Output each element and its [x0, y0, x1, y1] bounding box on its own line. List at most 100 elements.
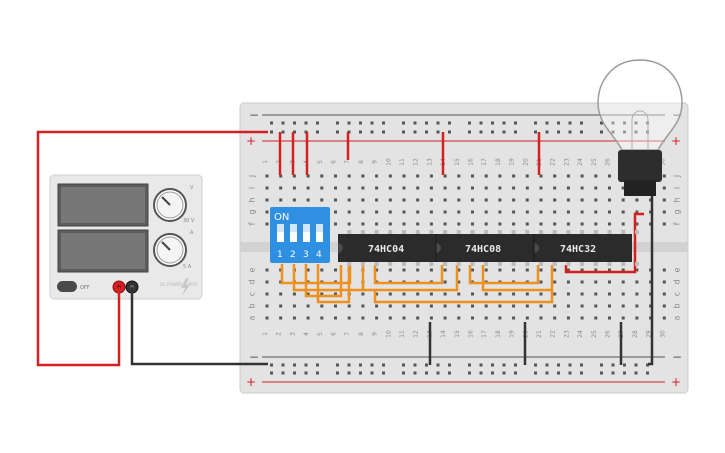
row-label: g [248, 209, 257, 214]
column-label: 26 [605, 158, 612, 166]
bulb-socket [618, 150, 662, 182]
bulb-icon[interactable] [597, 59, 683, 196]
row-label: c [673, 292, 682, 296]
row-label: h [673, 197, 682, 202]
current-knob-icon[interactable] [153, 233, 187, 267]
column-label: 30 [659, 330, 666, 338]
row-label: e [248, 267, 257, 272]
column-label: 14 [440, 330, 447, 338]
row-label: d [248, 279, 257, 284]
power-supply[interactable]: V 30 V A 5 A OFF DC POWER SUPPLY [49, 174, 203, 300]
lightning-icon [181, 278, 190, 296]
column-label: 23 [563, 330, 570, 338]
column-label: 25 [591, 330, 598, 338]
column-label: 17 [481, 330, 488, 338]
column-label: 5 [317, 332, 324, 336]
chip-label-74hc04: 74HC04 [368, 244, 404, 255]
power-wires [36, 130, 268, 367]
row-label: e [673, 267, 682, 272]
brand-text: DC POWER SUPPLY [160, 282, 198, 287]
ic-chips[interactable]: 74HC04 74HC08 74HC32 [338, 230, 639, 266]
chip-label-74hc32: 74HC32 [560, 244, 596, 255]
column-label: 10 [385, 158, 392, 166]
dip-switch-number-1: 1 [277, 250, 283, 260]
column-label: 26 [605, 330, 612, 338]
row-label: g [673, 209, 682, 214]
current-knob-label: A [190, 230, 194, 236]
dip-switch-number-3: 3 [303, 250, 309, 260]
wire-red-supply [36, 130, 268, 367]
column-label: 7 [344, 332, 351, 336]
chip-notch-2 [436, 243, 441, 253]
row-label: j [673, 175, 682, 178]
dip-toggle-1[interactable] [277, 224, 284, 242]
column-label: 1 [262, 160, 269, 164]
dip-switch[interactable]: ON 1 2 3 4 [270, 207, 330, 263]
dip-switch-body [270, 207, 330, 263]
chip-notch-3 [534, 243, 539, 253]
column-label: 12 [413, 158, 420, 166]
voltage-display-screen [61, 187, 145, 223]
bulb-socket-base [624, 180, 656, 196]
rail-top-plus-label-right: + [671, 134, 681, 148]
column-label: 11 [399, 330, 406, 338]
column-label: 15 [454, 158, 461, 166]
chip-body [338, 234, 632, 262]
row-label: i [673, 187, 682, 189]
column-label: 22 [550, 330, 557, 338]
rail-bottom-minus-label-right: − [672, 350, 682, 364]
column-label: 24 [577, 330, 584, 338]
row-label: a [673, 315, 682, 320]
column-label: 13 [426, 158, 433, 166]
column-label: 12 [413, 330, 420, 338]
column-label: 11 [399, 158, 406, 166]
voltage-knob-icon[interactable] [153, 188, 187, 222]
row-label: i [248, 187, 257, 189]
rail-bottom-plus-label-right: + [671, 375, 681, 389]
power-switch[interactable] [57, 281, 77, 292]
column-label: 5 [317, 160, 324, 164]
column-label: 4 [303, 332, 310, 336]
dip-toggle-3[interactable] [303, 224, 310, 242]
column-label: 20 [522, 158, 529, 166]
column-label: 9 [372, 332, 379, 336]
column-label: 3 [289, 332, 296, 336]
column-label: 16 [468, 330, 475, 338]
column-label: 10 [385, 330, 392, 338]
column-label: 29 [646, 330, 653, 338]
row-label: a [248, 315, 257, 320]
rail-top-minus-label-left: − [249, 108, 259, 122]
column-label: 28 [632, 330, 639, 338]
column-label: 19 [509, 330, 516, 338]
black-jumpers [428, 196, 654, 366]
column-label: 8 [358, 160, 365, 164]
dip-toggle-4[interactable] [316, 224, 323, 242]
column-label: 21 [536, 330, 543, 338]
chip-pins [347, 230, 639, 266]
rail-bottom-minus-label-left: − [249, 350, 259, 364]
column-label: 25 [591, 158, 598, 166]
power-switch-label: OFF [80, 285, 90, 291]
orange-wires [280, 264, 554, 304]
rail-top-plus-label-left: + [246, 134, 256, 148]
row-label: f [673, 222, 682, 225]
row-label: d [673, 279, 682, 284]
dip-toggle-2[interactable] [290, 224, 297, 242]
row-label: h [248, 197, 257, 202]
chip-notch-1 [338, 243, 343, 253]
red-jumpers [278, 132, 644, 274]
chip-label-74hc08: 74HC08 [465, 244, 501, 255]
wire-black-supply [130, 287, 268, 366]
dip-switch-number-4: 4 [316, 250, 322, 260]
column-label: 16 [468, 158, 475, 166]
row-label: c [248, 292, 257, 296]
row-label: j [248, 175, 257, 178]
bulb-filament [631, 110, 649, 150]
row-label: b [248, 303, 257, 308]
voltage-max-label: 30 V [183, 218, 195, 224]
column-label: 6 [331, 160, 338, 164]
column-label: 15 [454, 330, 461, 338]
rail-bottom-plus-label-left: + [246, 375, 256, 389]
